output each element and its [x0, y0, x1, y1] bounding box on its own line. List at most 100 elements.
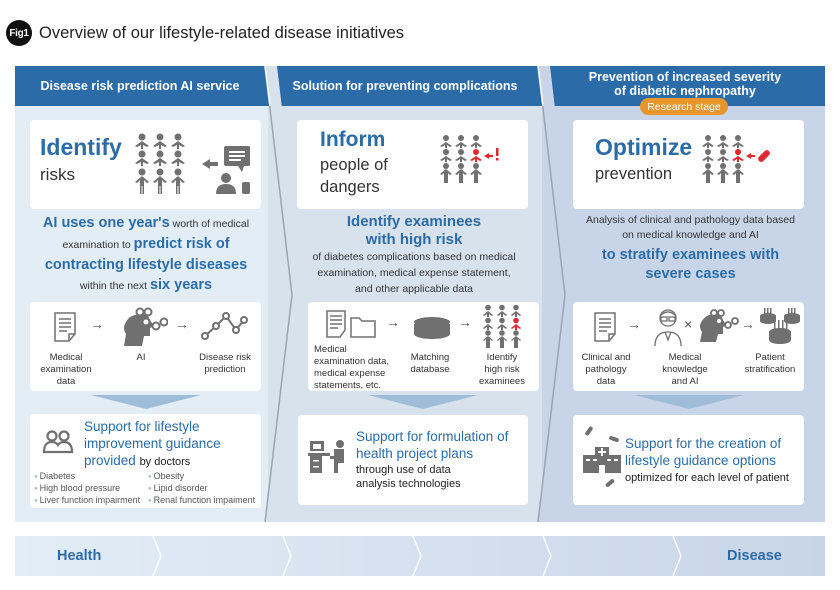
- desc-bold-2: with high risk: [365, 231, 463, 248]
- flow-label-medical-exam-data: Medical examination data: [40, 352, 92, 387]
- support-title: Support for lifestyle improvement guidan…: [84, 418, 221, 471]
- desc-small-3: within the next: [79, 280, 150, 292]
- support-sub: optimized for each level of patient: [625, 472, 789, 484]
- desc-bold-2: predict risk of: [133, 236, 230, 252]
- bullet-item: Diabetes: [34, 471, 75, 481]
- flow-arrow: →: [458, 314, 472, 330]
- flow-label-identify-high-risk: Identify high risk examinees: [472, 352, 532, 388]
- flow-label-medical-knowledge-ai: Medical knowledge and AI: [655, 352, 715, 388]
- identify-risks-card: Identify risks: [30, 120, 261, 209]
- card-subtitle-line: dangers: [320, 178, 380, 196]
- desc-small-1: Analysis of clinical and pathology data …: [586, 214, 795, 226]
- desc-bold-4: six years: [149, 277, 213, 293]
- scale-chevron: [152, 536, 162, 576]
- flow-label-line: Clinical and: [581, 352, 631, 363]
- figure-badge: Fig1: [6, 20, 32, 46]
- desc-small-1: worth of medical: [169, 218, 250, 230]
- crowd-with-advisor-icon: [135, 133, 250, 194]
- desc-small-2: examination to: [62, 239, 134, 251]
- column-2-flow-card: → → Medical examination data, medical ex…: [308, 302, 539, 391]
- card-subtitle: people of dangers: [320, 154, 388, 198]
- health-disease-scale: [15, 536, 825, 576]
- flow-label-line: data: [596, 376, 616, 387]
- column-3-header-line-2: of diabetic nephropathy: [614, 84, 756, 98]
- research-stage-badge: Research stage: [640, 98, 728, 115]
- scale-chevron: [542, 536, 552, 576]
- support-title-line: lifestyle guidance options: [625, 453, 776, 468]
- ai-head-icon: [700, 309, 739, 342]
- column-2-support-card: Support for formulation of health projec…: [298, 415, 528, 505]
- card-title: Identify: [40, 134, 122, 160]
- flow-label-line: and AI: [671, 376, 699, 387]
- disease-list-left: Diabetes High blood pressure Liver funct…: [34, 471, 144, 507]
- column-2-header: Solution for preventing complications: [292, 79, 518, 93]
- multiply-operator: ×: [684, 316, 693, 332]
- card-title: Optimize: [595, 134, 693, 160]
- flow-label-patient-stratification: Patient stratification: [737, 352, 803, 376]
- doctor-icon: [654, 309, 682, 347]
- desc-bold-1: Identify examinees: [346, 213, 482, 230]
- desc-small-2: on medical knowledge and AI: [622, 229, 759, 241]
- flow-label-line: examinees: [479, 376, 525, 387]
- column-1-support-card: Support for lifestyle improvement guidan…: [30, 414, 261, 508]
- flow-label-line: Medical: [314, 344, 347, 355]
- bullet-item: Liver function impairment: [34, 495, 140, 505]
- scale-chevron: [672, 536, 682, 576]
- scale-chevron: [412, 536, 422, 576]
- flow-label-line: examination data,: [314, 356, 389, 367]
- hospital-pills-icon: [583, 426, 621, 487]
- column-1-flow-card: → → Medical examination data AI Disease …: [30, 302, 261, 391]
- flow-label-line: pathology: [585, 364, 627, 375]
- support-title-line: Support for formulation of: [356, 429, 509, 444]
- ai-head-icon: [124, 307, 168, 346]
- flow-arrow: →: [386, 314, 400, 330]
- flow-label-line: Medical: [668, 352, 702, 363]
- flow-label-matching-database: Matching database: [402, 352, 458, 376]
- bullet-item: Renal function impaiment: [148, 495, 255, 505]
- down-arrow: [634, 395, 744, 409]
- support-title-line: Support for the creation of: [625, 436, 782, 451]
- line-graph-icon: [201, 312, 248, 340]
- support-title-line: Support for lifestyle: [84, 419, 200, 434]
- bullet-item: High blood pressure: [34, 483, 120, 493]
- column-1-header: Disease risk prediction AI service: [40, 79, 240, 93]
- desc-bold-2: severe cases: [645, 266, 736, 282]
- flow-label-line: stratification: [744, 364, 796, 375]
- flow-label-line: Patient: [755, 352, 785, 363]
- crowd-alert-icon: [440, 135, 499, 183]
- column-2-description: Identify examinees with high risk of dia…: [290, 213, 538, 297]
- stratification-icon: [760, 308, 800, 344]
- flow-arrow: →: [627, 316, 641, 332]
- card-subtitle-line: people of: [320, 156, 388, 174]
- card-subtitle: risks: [40, 165, 75, 184]
- document-icon: [54, 312, 76, 342]
- desc-small-2: examination, medical expense statement,: [317, 267, 511, 279]
- support-sub-line: through use of data: [356, 464, 451, 476]
- figure-title-text: Overview of our lifestyle-related diseas…: [39, 23, 404, 42]
- card-subtitle: prevention: [595, 165, 673, 183]
- down-arrow: [91, 395, 201, 409]
- support-sub-line: analysis technologies: [356, 478, 461, 490]
- desk-worker-icon: [308, 440, 344, 473]
- flow-label-line: high risk: [484, 364, 520, 375]
- column-3-support-card: Support for the creation of lifestyle gu…: [573, 415, 804, 505]
- support-title-line: health project plans: [356, 446, 474, 461]
- people-group-icon: [483, 304, 521, 348]
- desc-small-3: and other applicable data: [355, 283, 473, 295]
- down-arrow: [368, 395, 478, 409]
- support-title-line: improvement guidance: [84, 436, 221, 451]
- disease-list-right: Obesity Lipid disorder Renal function im…: [148, 471, 263, 507]
- column-3-description: Analysis of clinical and pathology data …: [563, 213, 818, 283]
- desc-bold-1: to stratify examinees with: [601, 247, 780, 263]
- bullet-item: Obesity: [148, 471, 184, 481]
- database-icon: [414, 317, 450, 339]
- document-icon: [594, 312, 616, 342]
- flow-label-line: medical expense: [314, 368, 386, 379]
- flow-arrow: →: [175, 316, 189, 332]
- flow-label-disease-risk: Disease risk prediction: [199, 352, 251, 375]
- crowd-medicine-icon: [702, 135, 770, 183]
- flow-label-line: statements, etc.: [314, 380, 382, 391]
- inform-dangers-card: Inform people of dangers !: [297, 120, 528, 209]
- support-title: Support for the creation of lifestyle gu…: [625, 435, 781, 469]
- flow-arrow: →: [741, 316, 755, 332]
